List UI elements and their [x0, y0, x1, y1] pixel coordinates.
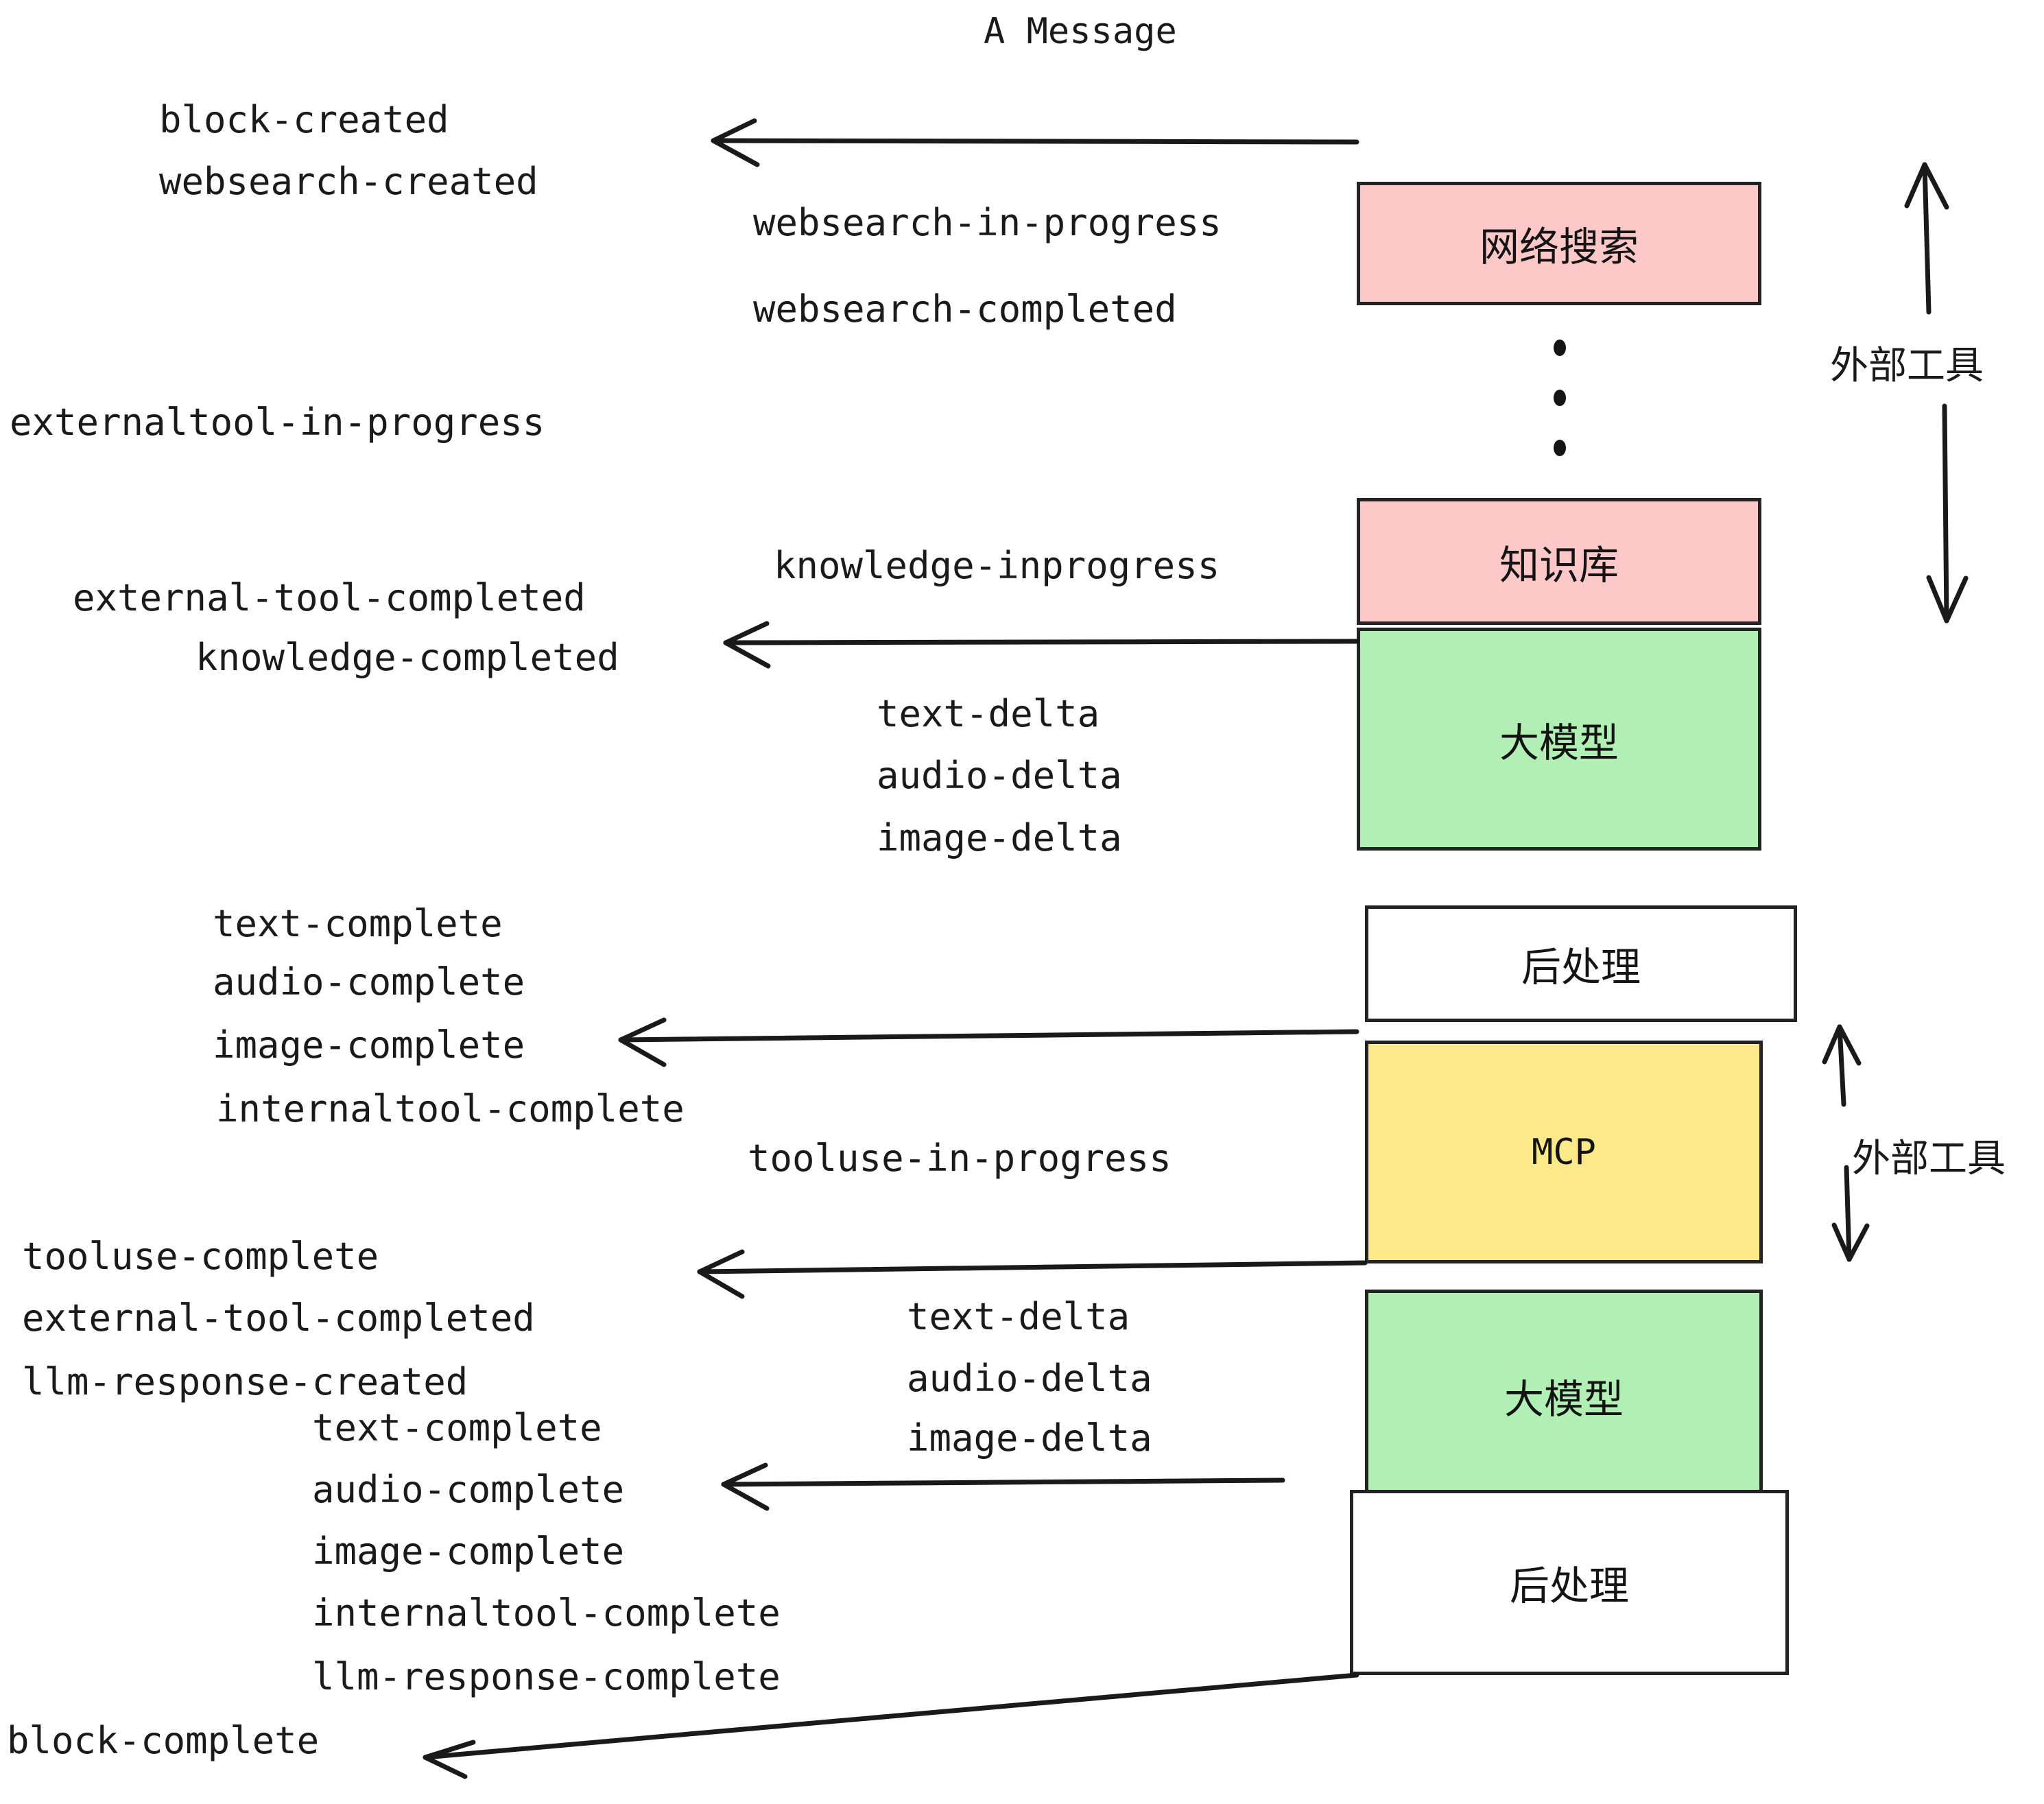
node-llm-1[interactable]: 大模型	[1357, 628, 1761, 851]
event-text-complete-2: text-complete	[312, 1406, 602, 1449]
event-externaltool-in-progress: externaltool-in-progress	[10, 401, 545, 444]
diagram-title: A Message	[984, 11, 1177, 52]
arrow-external-tool-top-up	[1904, 162, 1949, 315]
ellipsis-dot	[1554, 440, 1566, 456]
side-label-external-tool-top: 外部工具	[1830, 344, 1984, 388]
event-image-delta-2: image-delta	[907, 1416, 1152, 1460]
event-tooluse-complete: tooluse-complete	[22, 1235, 379, 1278]
event-text-delta-2: text-delta	[907, 1295, 1130, 1338]
node-postprocess-1[interactable]: 后处理	[1365, 905, 1797, 1022]
node-llm-1-label: 大模型	[1499, 719, 1619, 766]
node-postprocess-1-label: 后处理	[1521, 944, 1641, 990]
node-postprocess-2[interactable]: 后处理	[1350, 1490, 1789, 1675]
event-internaltool-complete-1: internaltool-complete	[216, 1087, 685, 1130]
event-image-delta-1: image-delta	[877, 816, 1122, 859]
event-audio-complete-2: audio-complete	[312, 1468, 625, 1511]
arrow-knowledge-to-knowledge-completed	[723, 621, 1359, 669]
event-block-complete: block-complete	[7, 1719, 320, 1762]
arrow-external-tool-top-down	[1926, 403, 1969, 624]
event-tooluse-in-progress: tooluse-in-progress	[748, 1137, 1172, 1180]
event-external-tool-completed-1: external-tool-completed	[73, 576, 586, 619]
event-audio-delta-1: audio-delta	[877, 754, 1122, 797]
arrow-mcp-to-tooluse-complete	[697, 1249, 1368, 1299]
ellipsis-dot	[1554, 390, 1566, 406]
arrow-external-tool-bottom-up	[1822, 1024, 1862, 1107]
node-knowledge[interactable]: 知识库	[1357, 498, 1761, 625]
node-websearch[interactable]: 网络搜索	[1357, 182, 1761, 305]
node-llm-2[interactable]: 大模型	[1365, 1290, 1763, 1502]
node-knowledge-label: 知识库	[1499, 541, 1619, 589]
arrow-postprocess1-to-image-complete	[618, 1017, 1359, 1067]
event-audio-delta-2: audio-delta	[907, 1357, 1152, 1400]
event-knowledge-inprogress: knowledge-inprogress	[774, 544, 1220, 587]
vertical-ellipsis	[1553, 340, 1567, 456]
event-text-complete-1: text-complete	[213, 902, 503, 945]
event-image-complete-2: image-complete	[312, 1530, 625, 1573]
node-websearch-label: 网络搜索	[1479, 224, 1639, 270]
node-mcp-label: MCP	[1532, 1131, 1596, 1173]
event-external-tool-completed-2: external-tool-completed	[22, 1296, 535, 1340]
arrow-websearch-to-block-created	[711, 118, 1359, 167]
event-internaltool-complete-2: internaltool-complete	[312, 1591, 781, 1635]
event-image-complete-1: image-complete	[213, 1023, 525, 1067]
node-postprocess-2-label: 后处理	[1509, 1563, 1629, 1609]
event-block-created: block-created	[159, 98, 449, 141]
event-websearch-created: websearch-created	[159, 160, 538, 203]
event-text-delta-1: text-delta	[877, 692, 1100, 735]
event-llm-response-complete: llm-response-complete	[312, 1655, 781, 1698]
ellipsis-dot	[1554, 340, 1566, 356]
event-audio-complete-1: audio-complete	[213, 960, 525, 1004]
event-knowledge-completed: knowledge-completed	[195, 636, 619, 679]
node-mcp[interactable]: MCP	[1365, 1041, 1763, 1263]
arrow-llm2-to-audio-complete	[721, 1462, 1285, 1511]
node-llm-2-label: 大模型	[1504, 1376, 1624, 1423]
event-llm-response-created: llm-response-created	[22, 1360, 468, 1403]
side-label-external-tool-bottom: 外部工具	[1852, 1137, 2006, 1181]
event-websearch-completed: websearch-completed	[753, 287, 1177, 331]
event-websearch-in-progress: websearch-in-progress	[753, 201, 1222, 244]
